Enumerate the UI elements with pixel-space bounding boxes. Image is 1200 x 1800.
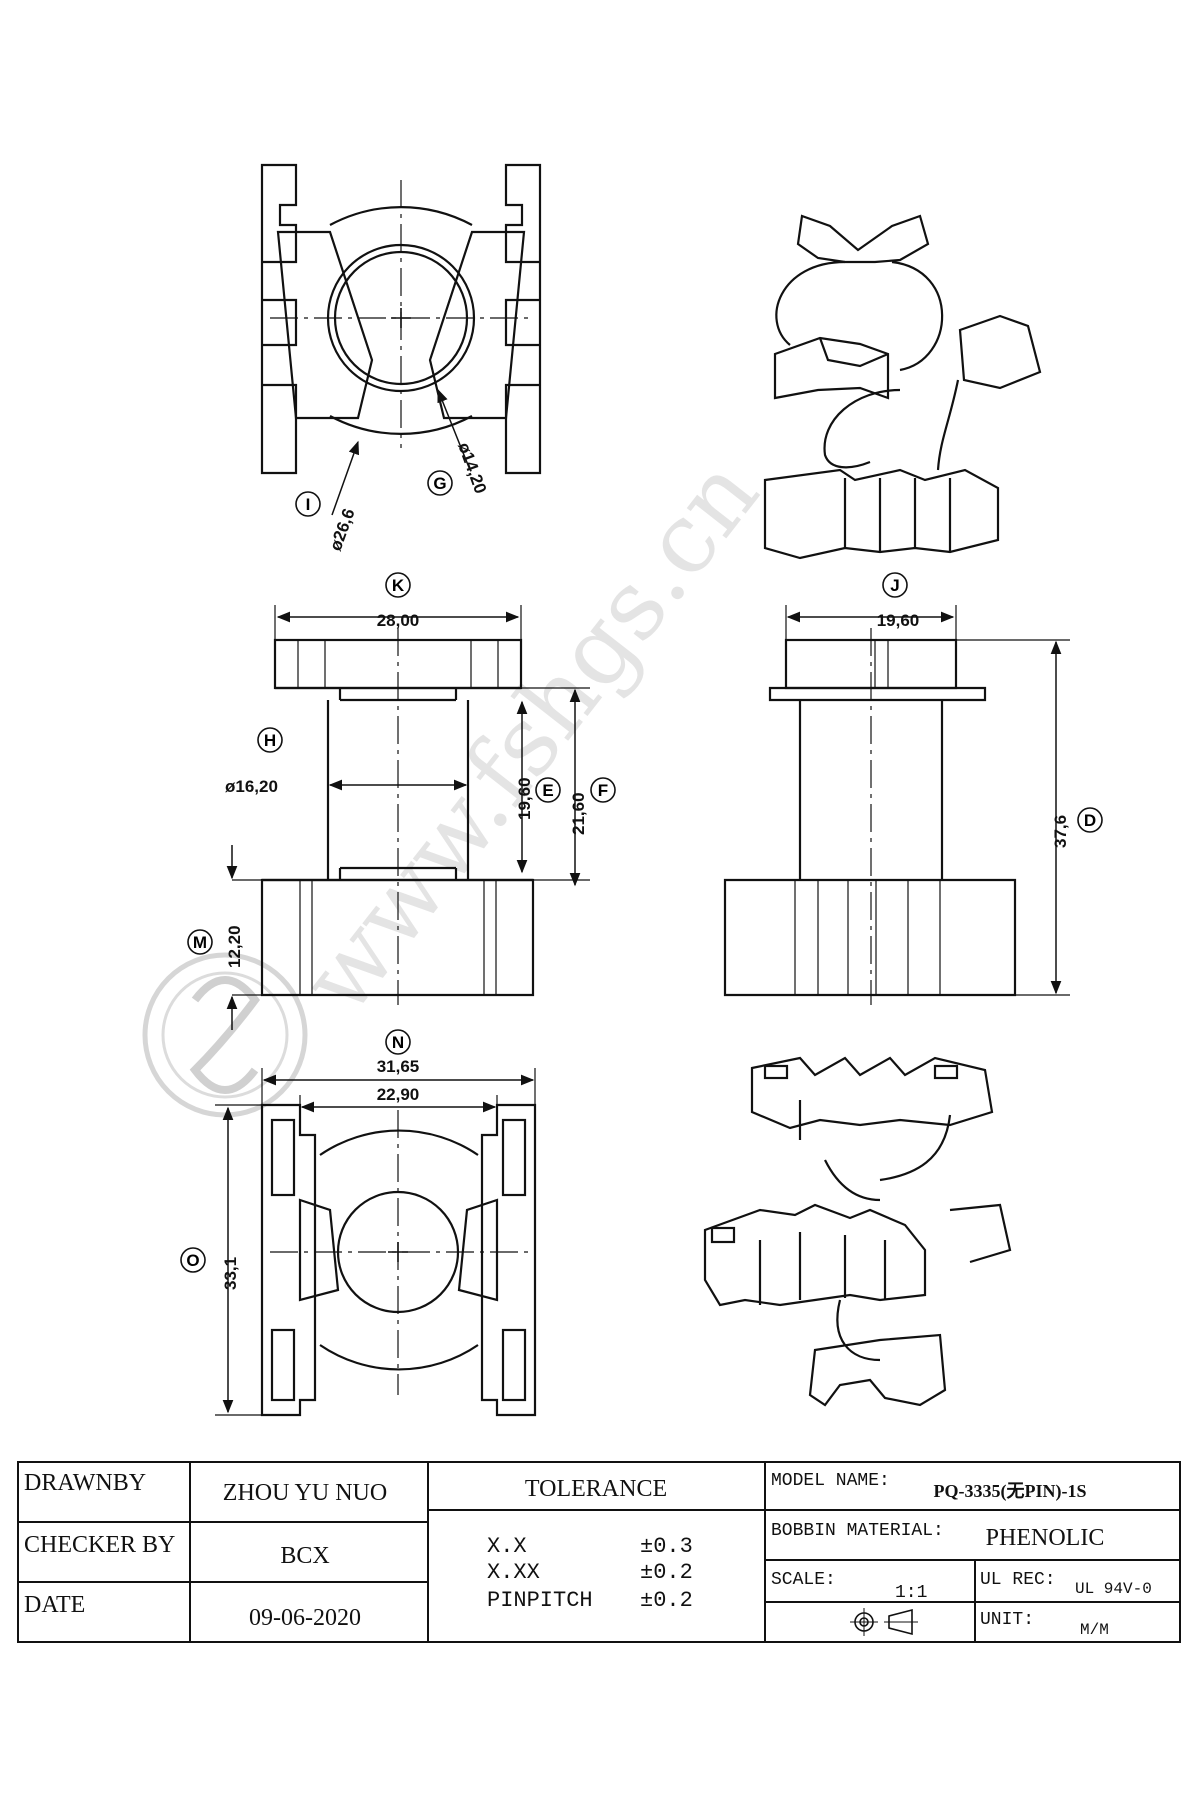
callout-n: N [392, 1033, 404, 1052]
projection-symbol-icon [850, 1608, 918, 1636]
tol-xxx-value: ±0.2 [640, 1560, 693, 1585]
tol-xx-label: X.X [487, 1534, 527, 1559]
drawn-by-label: DRAWNBY [24, 1470, 146, 1496]
side-view-callouts: J 19,60 D 37,6 [877, 572, 1103, 848]
title-block [17, 1461, 1181, 1643]
callout-k: K [392, 576, 405, 595]
dim-k: 28,00 [377, 611, 420, 630]
callout-j: J [890, 576, 899, 595]
isometric-view-top [763, 214, 1042, 560]
date-label: DATE [24, 1592, 85, 1618]
material-value: PHENOLIC [986, 1525, 1105, 1551]
callout-i: I [306, 495, 311, 514]
tol-pin-label: PINPITCH [487, 1588, 593, 1613]
callout-f: F [598, 781, 608, 800]
date-value: 09-06-2020 [249, 1605, 361, 1631]
front-view [226, 605, 590, 1030]
callout-h: H [264, 731, 276, 750]
isometric-view-bottom [703, 1056, 1012, 1407]
tolerance-label: TOLERANCE [525, 1476, 667, 1502]
tol-pin-value: ±0.2 [640, 1588, 693, 1613]
dim-j: 19,60 [877, 611, 920, 630]
callout-g: G [433, 474, 446, 493]
front-view-callouts: K 28,00 H ø16,20 E 19,60 F 21,60 M 12,20 [187, 572, 616, 968]
dim-n1: 31,65 [377, 1057, 420, 1076]
ul-label: UL REC: [980, 1570, 1056, 1590]
tol-xxx-label: X.XX [487, 1560, 540, 1585]
top-view-callouts: I G ø26,6 ø14,20 [295, 440, 490, 553]
title-block-text: DRAWNBY ZHOU YU NUO CHECKER BY BCX DATE … [24, 1470, 1152, 1639]
scale-value: 1:1 [895, 1583, 927, 1603]
dim-e: 19,60 [515, 777, 534, 820]
checker-label: CHECKER BY [24, 1532, 175, 1558]
material-label: BOBBIN MATERIAL: [771, 1521, 944, 1541]
dim-o: 33,1 [221, 1257, 240, 1290]
callout-o: O [186, 1251, 199, 1270]
bottom-view-callouts: N 31,65 22,90 O 33,1 [180, 1029, 420, 1290]
dim-g: ø14,20 [454, 440, 490, 496]
unit-value: M/M [1080, 1621, 1109, 1639]
bottom-view [215, 1068, 537, 1417]
model-value: PQ-3335(无PIN)-1S [934, 1481, 1087, 1502]
side-view [723, 605, 1070, 1005]
top-view [260, 163, 542, 516]
watermark-text: www.fshgs.cn [280, 438, 780, 1034]
ul-value: UL 94V-0 [1075, 1580, 1152, 1598]
dim-i: ø26,6 [326, 506, 359, 553]
callout-m: M [193, 933, 207, 952]
callout-d: D [1084, 811, 1096, 830]
callout-e: E [542, 781, 553, 800]
tol-xx-value: ±0.3 [640, 1534, 693, 1559]
dim-m: 12,20 [225, 925, 244, 968]
dim-n2: 22,90 [377, 1085, 420, 1104]
dim-d: 37,6 [1051, 815, 1070, 848]
checker-value: BCX [280, 1543, 329, 1569]
dim-h: ø16,20 [225, 777, 278, 796]
model-label: MODEL NAME: [771, 1471, 890, 1491]
drawn-by-value: ZHOU YU NUO [223, 1480, 387, 1506]
unit-label: UNIT: [980, 1610, 1034, 1630]
dim-f: 21,60 [569, 792, 588, 835]
scale-label: SCALE: [771, 1570, 836, 1590]
